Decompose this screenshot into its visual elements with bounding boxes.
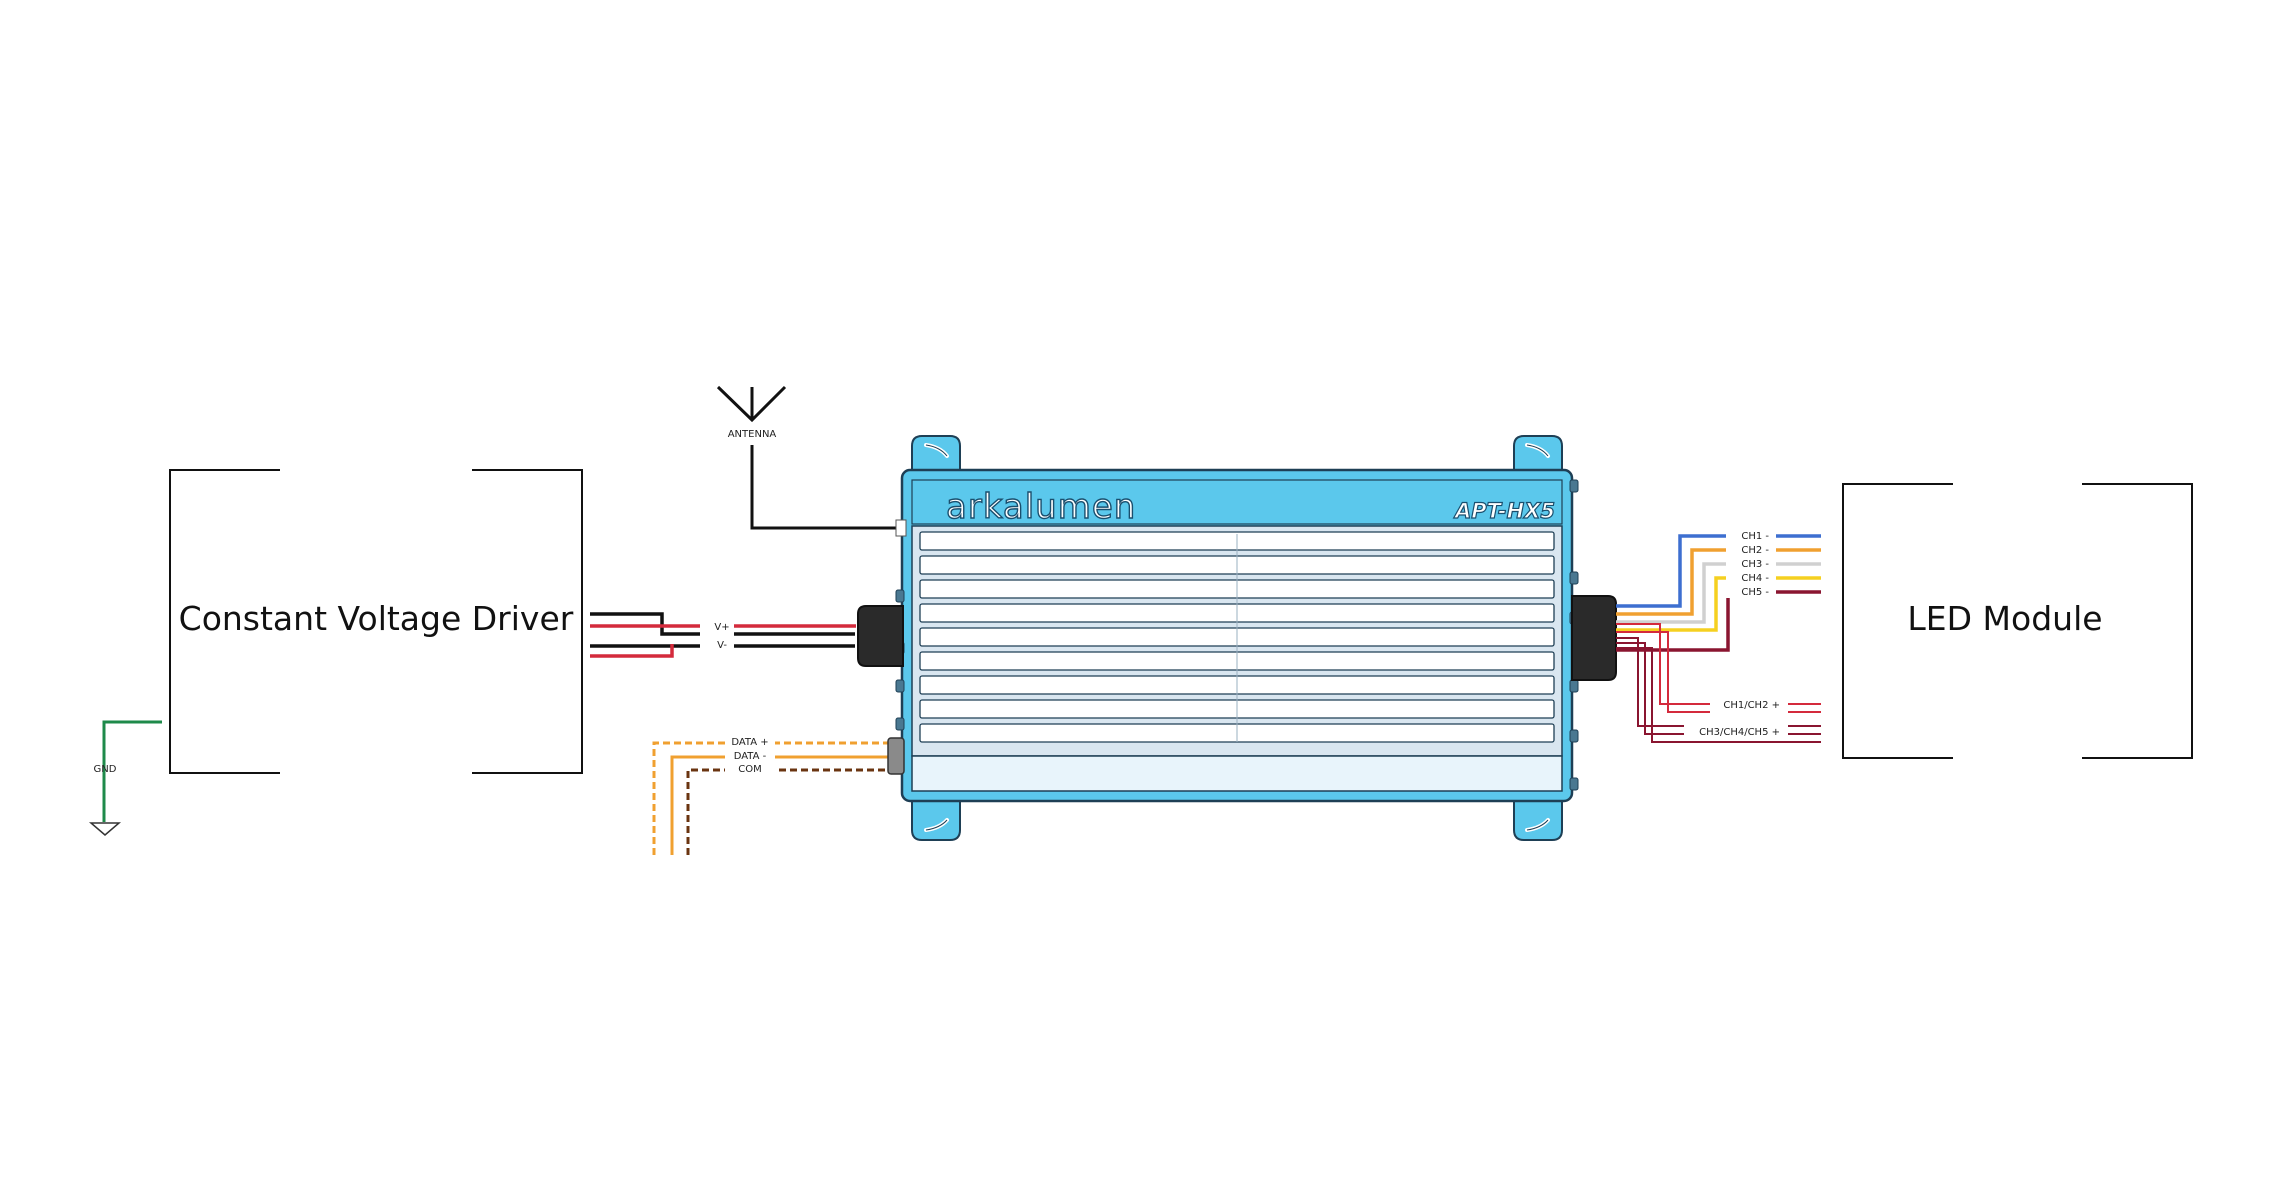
controller-unit: arkalumen APT-HX5 <box>857 435 1617 841</box>
antenna: ANTENNA <box>716 385 900 530</box>
led-module-label: LED Module <box>1907 599 2102 638</box>
constant-voltage-driver: Constant Voltage Driver <box>169 469 583 774</box>
driver-box-outline <box>169 469 583 774</box>
ch4-label: CH4 - <box>1741 573 1769 584</box>
data-plus-label: DATA + <box>731 737 768 748</box>
controller-label-panel <box>911 479 1563 525</box>
data-minus-label: DATA - <box>734 751 767 762</box>
ch3-label: CH3 - <box>1741 559 1769 570</box>
ch1-wire <box>1616 534 1821 608</box>
common-345-label: CH3/CH4/CH5 + <box>1699 727 1780 738</box>
led-module: LED Module <box>1842 483 2193 759</box>
brand-logo: arkalumen <box>946 487 1136 527</box>
power-input-connector <box>857 605 904 667</box>
v-plus-label: V+ <box>714 622 729 633</box>
mounting-tab <box>1513 794 1563 841</box>
ground-icon <box>88 822 122 836</box>
com-label: COM <box>738 764 761 775</box>
antenna-wire <box>750 445 900 530</box>
v-minus-label: V- <box>717 640 727 651</box>
common-12-label: CH1/CH2 + <box>1723 700 1780 711</box>
led-module-box-outline <box>1842 483 2193 759</box>
output-wires: CH1 - CH2 - CH3 - CH4 - CH5 - CH1/CH2 + … <box>1616 528 1821 743</box>
antenna-icon <box>716 385 787 423</box>
power-wires: V+ V- <box>590 612 856 658</box>
output-connector <box>1571 595 1617 681</box>
antenna-label: ANTENNA <box>728 429 777 440</box>
mounting-tab <box>911 435 961 479</box>
ground-connection: GND <box>88 720 162 836</box>
ch5-label: CH5 - <box>1741 587 1769 598</box>
ch2-label: CH2 - <box>1741 545 1769 556</box>
antenna-port <box>895 519 907 537</box>
mounting-tab <box>1513 435 1563 479</box>
ch1-label: CH1 - <box>1741 531 1769 542</box>
data-wires: DATA + DATA - COM <box>652 733 892 855</box>
controller-bottom-panel <box>911 755 1563 792</box>
driver-label: Constant Voltage Driver <box>179 599 574 638</box>
ground-wire <box>102 720 162 822</box>
model-label: APT-HX5 <box>1453 499 1555 523</box>
mounting-tab <box>911 794 961 841</box>
heatsink-fins <box>911 525 1563 757</box>
data-connector <box>887 737 905 775</box>
ground-label: GND <box>94 764 117 775</box>
